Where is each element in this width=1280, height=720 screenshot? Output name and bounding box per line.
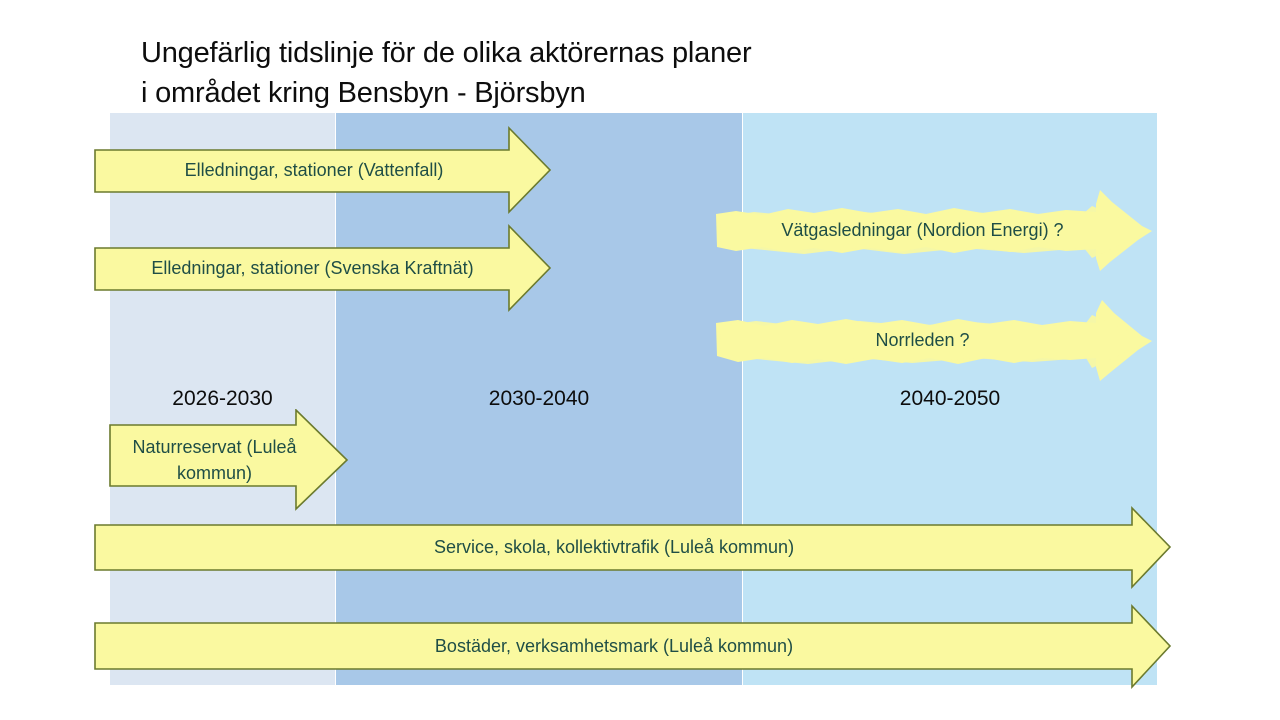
arrow-shape-rough-icon	[716, 190, 1152, 271]
timeline-arrow-label: Service, skola, kollektivtrafik (Luleå k…	[433, 537, 795, 557]
timeline-arrow-label: Elledningar, stationer (Vattenfall)	[184, 159, 444, 180]
timeline-arrow-vattenfall: Elledningar, stationer (Vattenfall)	[94, 126, 552, 214]
period-label-2030-2040: 2030-2040	[488, 387, 590, 410]
timeline-arrow-svenska-kraftnat: Elledningar, stationer (Svenska Kraftnät…	[94, 224, 552, 312]
arrow-shape-icon	[94, 506, 1172, 589]
arrow-shape-rough-icon	[716, 300, 1152, 381]
timeline-arrow-naturreservat: Naturreservat (Luleå kommun)	[109, 409, 349, 511]
timeline-arrow-vatgasledningar: Vätgasledningar (Nordion Energi) ?	[714, 186, 1155, 274]
timeline-arrow-label: Norrleden ?	[875, 329, 970, 350]
timeline-arrow-norrleden: Norrleden ?	[714, 296, 1155, 384]
period-band-2030-2040	[336, 113, 742, 685]
timeline-arrow-label: Bostäder, verksamhetsmark (Luleå kommun)	[434, 636, 794, 656]
page-title: Ungefärlig tidslinje för de olika aktöre…	[141, 37, 752, 109]
timeline-arrow-label: Vätgasledningar (Nordion Energi) ?	[781, 219, 1064, 240]
arrow-shape-icon	[94, 126, 552, 214]
period-band-2026-2030	[110, 113, 335, 685]
period-label-2026-2030: 2026-2030	[172, 387, 273, 410]
arrow-shape-icon	[94, 224, 552, 312]
timeline-bands	[110, 113, 1157, 685]
timeline-arrow-service-skola-kollektivtrafik: Service, skola, kollektivtrafik (Luleå k…	[94, 506, 1172, 589]
arrow-shape-icon	[109, 409, 349, 511]
timeline-arrow-label: Elledningar, stationer (Svenska Kraftnät…	[151, 257, 474, 278]
timeline-arrow-bostader-verksamhetsmark: Bostäder, verksamhetsmark (Luleå kommun)	[94, 604, 1172, 689]
period-label-2040-2050: 2040-2050	[899, 387, 1001, 410]
timeline-arrow-label: Naturreservat (Luleå kommun)	[132, 437, 297, 483]
arrow-shape-icon	[94, 604, 1172, 689]
period-band-2040-2050	[743, 113, 1157, 685]
